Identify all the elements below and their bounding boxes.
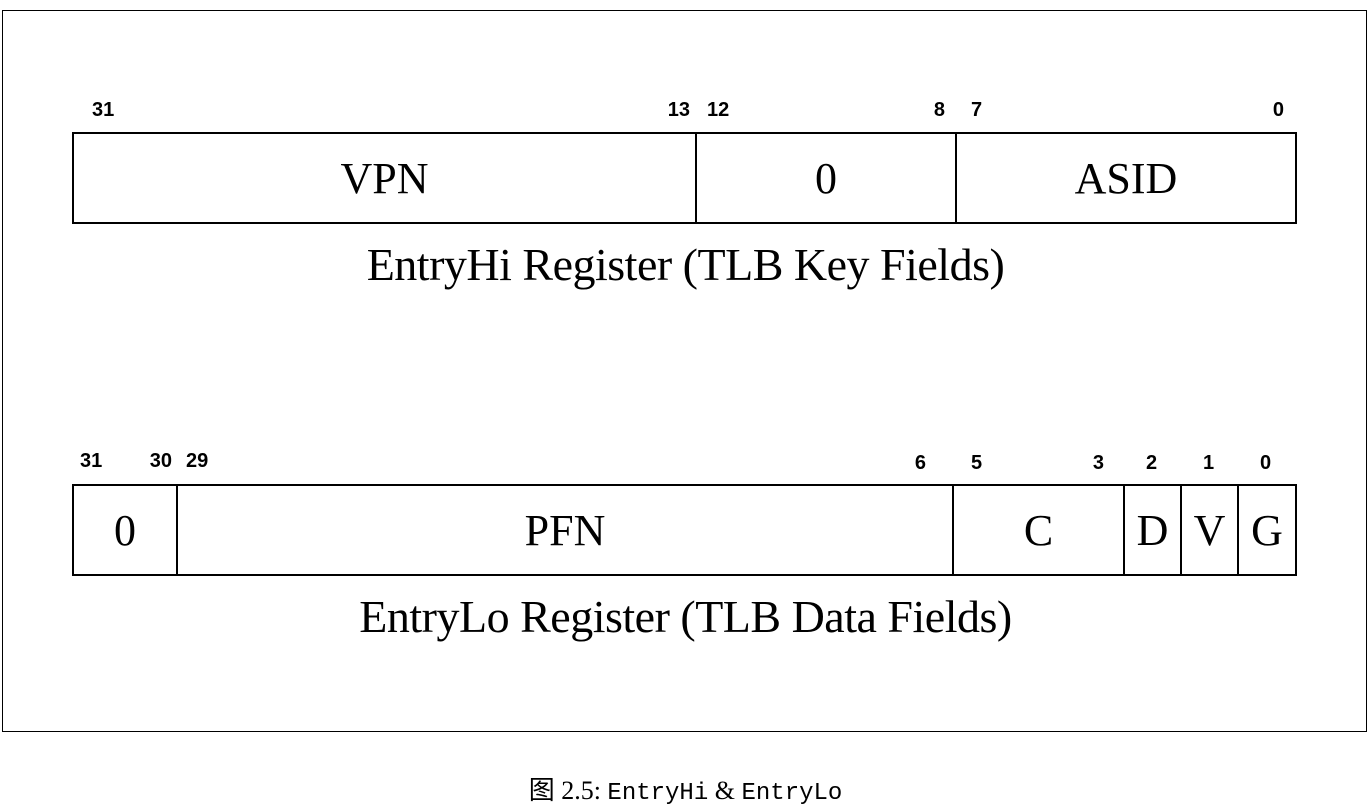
entryhi-bit-13: 13 xyxy=(667,99,690,121)
entrylo-bit-2: 2 xyxy=(1146,452,1158,474)
entrylo-bit-1: 1 xyxy=(1203,452,1215,474)
entrylo-register: 0 PFN C D V G xyxy=(72,484,1297,576)
figure-amp: & xyxy=(714,776,735,805)
diagram-frame xyxy=(2,10,1367,732)
figure-label: 图 2.5: xyxy=(528,776,601,805)
entryhi-field-asid: ASID xyxy=(1074,153,1178,203)
figure-caption: 图 2.5: EntryHi & EntryLo xyxy=(0,770,1371,807)
entrylo-field-reserved: 0 xyxy=(74,486,178,574)
entryhi-bit-12: 12 xyxy=(707,99,730,121)
entryhi-bit-8: 8 xyxy=(933,99,945,121)
entrylo-bit-30: 30 xyxy=(149,450,172,472)
entrylo-bit-3: 3 xyxy=(1092,452,1104,474)
entrylo-bit-0: 0 xyxy=(1260,452,1272,474)
entryhi-bit-31: 31 xyxy=(92,99,115,121)
entrylo-bit-5: 5 xyxy=(971,452,983,474)
entrylo-field-v: V xyxy=(1182,486,1239,574)
entrylo-bit-29: 29 xyxy=(186,450,209,472)
entryhi-caption: EntryHi Register (TLB Key Fields) xyxy=(366,239,1005,290)
entrylo-caption: EntryLo Register (TLB Data Fields) xyxy=(359,591,1012,642)
entrylo-field-d: D xyxy=(1125,486,1182,574)
entrylo-bit-6: 6 xyxy=(914,452,926,474)
entryhi-register: VPN 0 ASID xyxy=(72,132,1297,224)
entryhi-bit-7: 7 xyxy=(971,99,983,121)
entrylo-field-g: G xyxy=(1251,505,1283,555)
entrylo-field-c: C xyxy=(954,486,1125,574)
figure-entrylo: EntryLo xyxy=(741,780,843,807)
entryhi-bit-0: 0 xyxy=(1272,99,1284,121)
entrylo-bit-31: 31 xyxy=(80,450,103,472)
figure-entryhi: EntryHi xyxy=(607,780,709,807)
entryhi-field-vpn: VPN xyxy=(74,134,697,222)
entrylo-field-pfn: PFN xyxy=(178,486,954,574)
entryhi-field-reserved: 0 xyxy=(697,134,957,222)
